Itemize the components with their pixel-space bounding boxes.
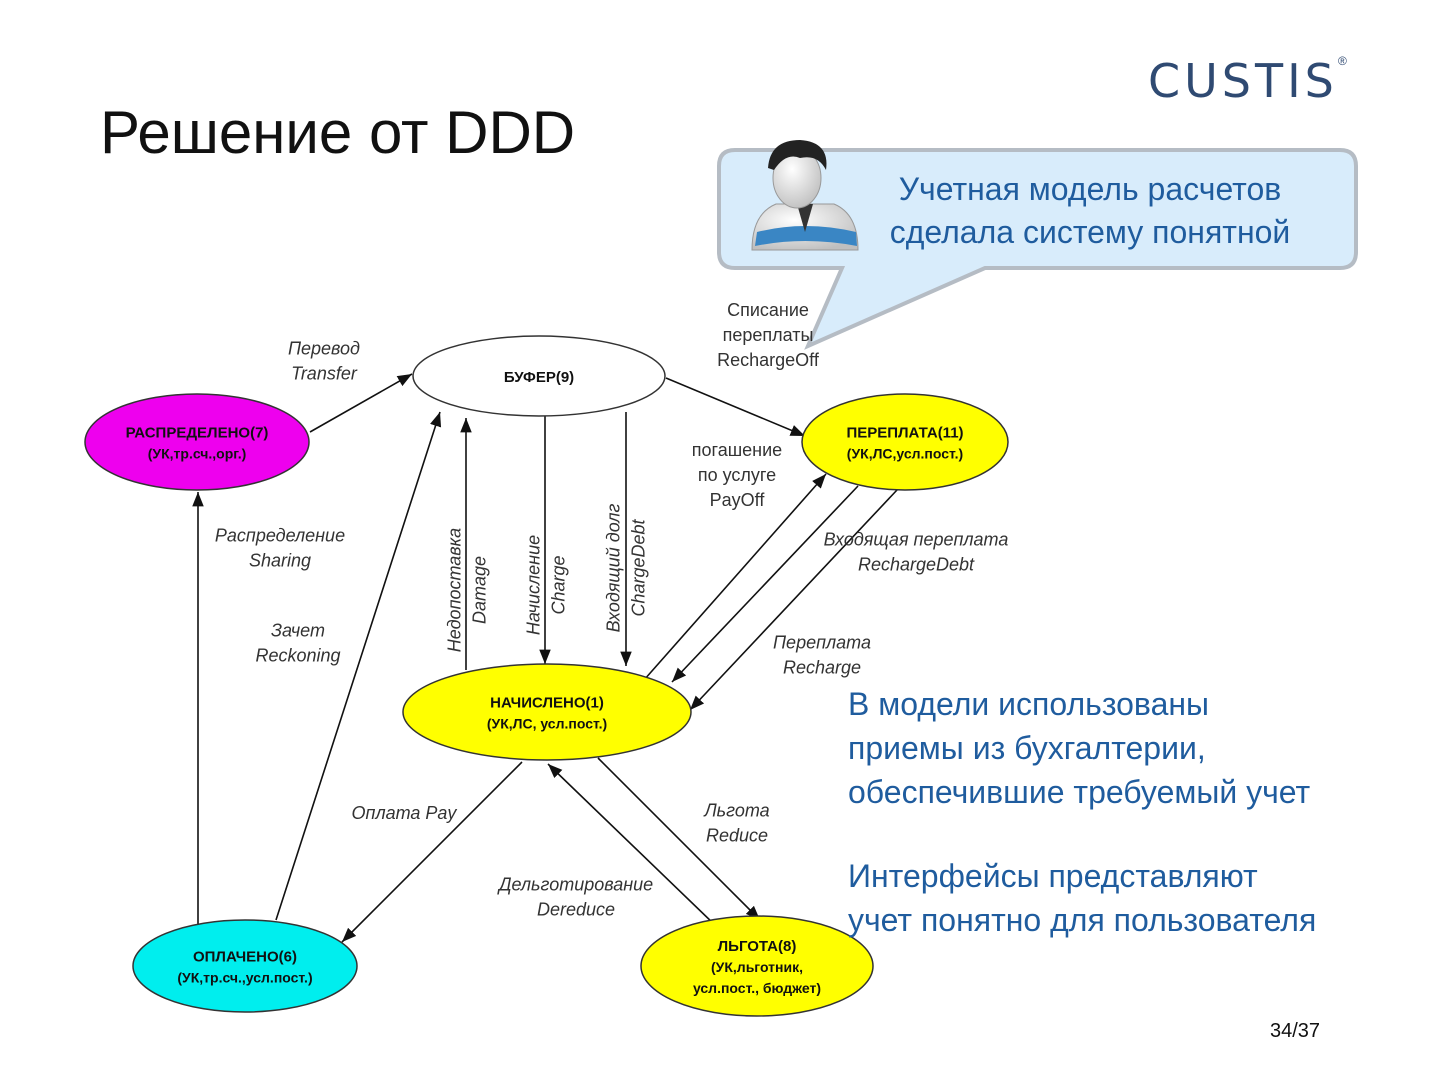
callout-line: Учетная модель расчетов	[898, 171, 1282, 207]
diagram-edges	[192, 373, 898, 943]
edge-rechargeoff	[665, 377, 806, 437]
edge-label-text: Reckoning	[255, 646, 340, 666]
edge-label-text: PayOff	[710, 490, 766, 510]
edge-label-text: Недопоставка	[445, 528, 465, 652]
edge-label-text: RechargeDebt	[858, 555, 975, 575]
registered-mark: ®	[1338, 54, 1347, 68]
edge-label-text: переплаты	[723, 325, 814, 345]
edge-transfer	[309, 373, 413, 433]
edge-label-text: Переплата	[773, 633, 871, 653]
side-text-line: приемы из бухгалтерии,	[848, 730, 1206, 766]
edge-label-text: Dereduce	[537, 900, 615, 920]
side-text-interfaces: Интерфейсы представляют учет понятно для…	[848, 854, 1316, 942]
node-bufer: БУФЕР(9)	[412, 335, 666, 417]
node-ellipse	[84, 393, 310, 491]
callout-text: Учетная модель расчетов сделала систему …	[850, 168, 1330, 254]
node-label: (УК,ЛС,усл.пост.)	[847, 446, 963, 462]
edge-reduce	[597, 757, 761, 921]
callout-line: сделала систему понятной	[889, 214, 1291, 250]
edge-recharge	[689, 489, 898, 711]
node-ellipse	[402, 663, 692, 761]
page-title: Решение от DDD	[100, 99, 576, 166]
side-text-line: учет понятно для пользователя	[848, 902, 1317, 938]
side-text-accounting: В модели использованы приемы из бухгалте…	[848, 682, 1310, 814]
edge-reckoning	[275, 411, 442, 921]
side-text-line: Интерфейсы представляют	[848, 858, 1258, 894]
edge-label-text: Recharge	[783, 658, 861, 678]
node-label: (УК,тр.сч.,усл.пост.)	[177, 970, 312, 986]
edge-label-text: Входящая переплата	[824, 530, 1009, 550]
node-label: БУФЕР(9)	[504, 369, 574, 386]
node-label: ЛЬГОТА(8)	[718, 938, 797, 955]
node-ellipse	[801, 393, 1009, 491]
custis-logo: CUSTIS	[1148, 54, 1338, 108]
callout-bubble	[717, 148, 1358, 350]
node-label: ПЕРЕПЛАТА(11)	[846, 425, 963, 442]
edge-payoff	[643, 473, 827, 681]
node-pereplata: ПЕРЕПЛАТА(11) (УК,ЛС,усл.пост.)	[801, 393, 1009, 491]
edge-dereduce	[547, 763, 717, 927]
edge-label-text: Reduce	[706, 826, 768, 846]
diagram-nodes: БУФЕР(9) РАСПРЕДЕЛЕНО(7) (УК,тр.сч.,орг.) П…	[84, 335, 1009, 1017]
edge-label-text: Начисление	[524, 535, 544, 635]
edge-label-text: Льгота	[703, 801, 769, 821]
edge-label-text: Charge	[549, 555, 569, 614]
node-label: усл.пост., бюджет)	[693, 980, 821, 996]
node-oplacheno: ОПЛАЧЕНО(6) (УК,тр.сч.,усл.пост.)	[132, 919, 358, 1013]
node-label: РАСПРЕДЕЛЕНО(7)	[126, 425, 269, 442]
node-ellipse	[412, 335, 666, 417]
edge-label-text: Перевод	[288, 339, 360, 359]
node-ellipse	[132, 919, 358, 1013]
edge-label-text: Распределение	[215, 526, 345, 546]
edge-label-text: Входящий долг	[604, 504, 624, 633]
node-lgota: ЛЬГОТА(8) (УК,льготник, усл.пост., бюджет)	[640, 915, 874, 1017]
edge-label-text: Transfer	[291, 364, 358, 384]
edge-label-text: RechargeOff	[717, 350, 820, 370]
edge-label-text: Списание	[727, 300, 809, 320]
node-label: НАЧИСЛЕНО(1)	[490, 695, 604, 712]
edge-pay	[341, 761, 523, 943]
page-number: 34/37	[1270, 1020, 1321, 1042]
node-nachisleno: НАЧИСЛЕНО(1) (УК,ЛС, усл.пост.)	[402, 663, 692, 761]
edge-label-text: погашение	[692, 440, 782, 460]
edge-label-text: ChargeDebt	[629, 518, 649, 616]
edge-label-pay: Оплата Pay	[352, 803, 458, 823]
node-label: (УК,льготник,	[711, 959, 803, 975]
edge-label-text: Дельготирование	[497, 875, 653, 895]
edge-label-text: Зачет	[271, 621, 325, 641]
node-label: ОПЛАЧЕНО(6)	[193, 949, 297, 966]
edge-label-text: Damage	[470, 556, 490, 624]
user-avatar-icon	[751, 140, 859, 251]
node-label: (УК,ЛС, усл.пост.)	[487, 716, 607, 732]
edge-rechargedebt	[671, 485, 859, 683]
edge-label-text: Sharing	[249, 551, 311, 571]
edge-label-text: по услуге	[698, 465, 776, 485]
node-ellipse	[640, 915, 874, 1017]
node-raspred: РАСПРЕДЕЛЕНО(7) (УК,тр.сч.,орг.)	[84, 393, 310, 491]
side-text-line: обеспечившие требуемый учет	[848, 774, 1311, 810]
node-label: (УК,тр.сч.,орг.)	[148, 446, 247, 462]
edge-label-text: Оплата Pay	[352, 803, 458, 823]
side-text-line: В модели использованы	[848, 686, 1210, 722]
